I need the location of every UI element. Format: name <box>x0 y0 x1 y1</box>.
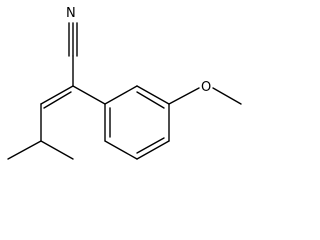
methoxy-oxygen-label: O <box>201 80 211 95</box>
ring-to-oxygen-bond <box>168 87 200 105</box>
chemical-structure: N O <box>7 6 242 160</box>
ring-bond-2 <box>136 85 170 105</box>
alkene-to-ring-bond <box>72 85 106 105</box>
ring-bond-5 <box>104 140 138 160</box>
alkene-chain <box>7 85 106 160</box>
alkene-double-bond-outer <box>40 85 74 105</box>
isopropyl-methyl-right-bond <box>40 140 74 160</box>
ring-bond-4 <box>136 140 170 160</box>
ring-bond-1 <box>104 85 138 105</box>
oxygen-to-methyl-bond <box>212 87 242 105</box>
alkene-double-bond-inner <box>43 91 72 109</box>
isopropyl-methyl-left-bond <box>7 140 42 160</box>
nitrile-group: N <box>66 6 78 87</box>
ring-inner-double-bond-c <box>136 137 165 154</box>
methoxy-group: O <box>168 80 242 105</box>
ring-inner-double-bond-b <box>136 91 165 109</box>
nitrile-nitrogen-label: N <box>66 6 76 21</box>
benzene-ring <box>104 85 170 160</box>
